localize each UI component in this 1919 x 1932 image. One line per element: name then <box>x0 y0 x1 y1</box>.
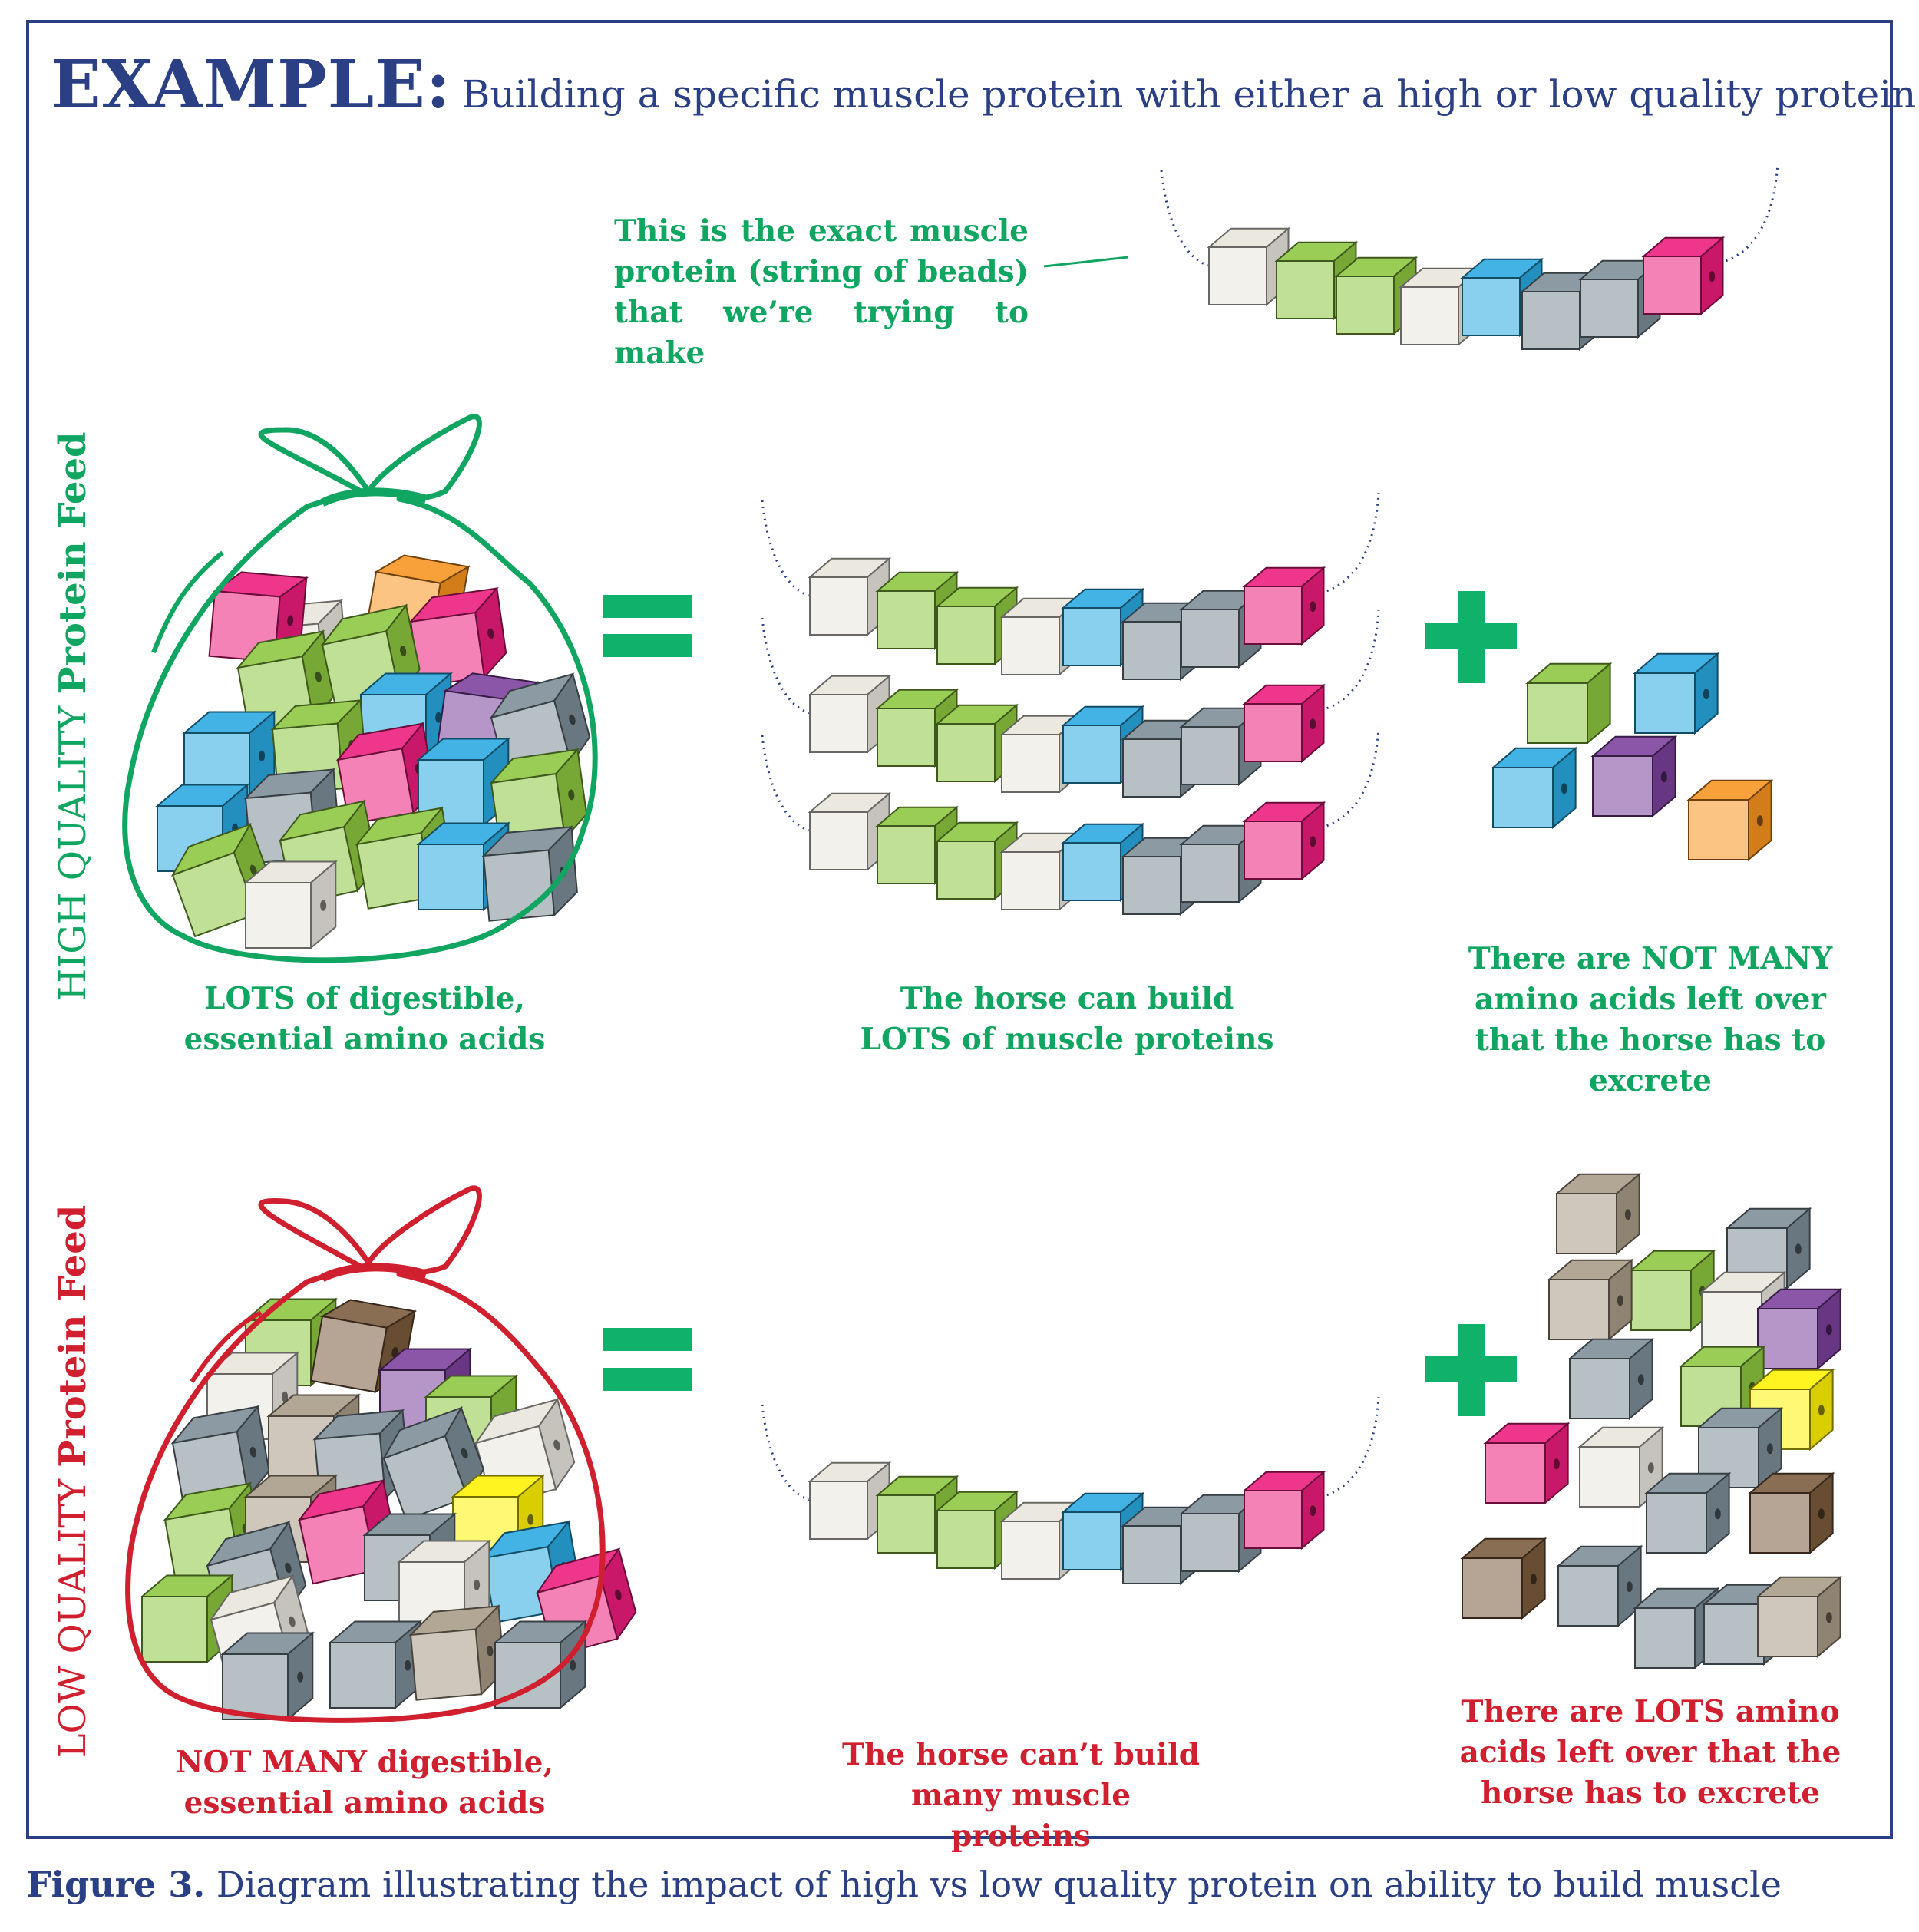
amino-acid-cube-icon <box>1756 1287 1843 1371</box>
amino-acid-cube-icon <box>1686 778 1774 862</box>
low-bag-caption: NOT MANY digestible, essential amino aci… <box>175 1745 554 1821</box>
amino-acid-cube-icon <box>1274 240 1359 321</box>
title-rest: Building a specific muscle protein with … <box>461 72 1919 117</box>
pointer-line <box>1043 256 1129 268</box>
amino-acid-cube-icon <box>935 703 1019 784</box>
amino-acid-cube-icon <box>1567 1337 1655 1421</box>
amino-acid-cube-icon <box>328 1620 423 1710</box>
amino-acid-cube-icon <box>243 860 339 950</box>
high-quality-side-label: HIGH QUALITY Protein Feed <box>46 401 100 1031</box>
figure-caption-text: Diagram illustrating the impact of high … <box>216 1864 1782 1905</box>
amino-acid-cube-icon <box>1242 1470 1326 1551</box>
high-build-caption: The horse can build LOTS of muscle prote… <box>860 981 1274 1057</box>
figure-label: Figure 3. <box>26 1864 206 1905</box>
amino-acid-cube-icon <box>1483 1422 1571 1505</box>
amino-acid-cube-icon <box>1460 1537 1547 1620</box>
amino-acid-cube-icon <box>875 688 959 768</box>
figure-caption: Figure 3. Diagram illustrating the impac… <box>26 1864 1782 1905</box>
amino-acid-cube-icon <box>1525 662 1613 745</box>
low-leftover-caption: There are LOTS amino acids left over tha… <box>1459 1694 1841 1811</box>
amino-acid-cube-icon <box>1641 236 1726 316</box>
amino-acid-cube-icon <box>1590 735 1678 818</box>
high-quality-sack-icon <box>122 414 598 963</box>
high-leftover-caption: There are NOT MANY amino acids left over… <box>1468 941 1833 1098</box>
high-quality-protein-chains <box>761 492 1380 916</box>
low-quality-sack-icon <box>125 1185 637 1723</box>
high-side-prefix: HIGH QUALITY <box>51 705 94 1001</box>
high-bag-caption: LOTS of digestible, essential amino acid… <box>183 981 546 1057</box>
amino-acid-cube-icon <box>1242 683 1326 764</box>
plus-icon <box>1425 591 1517 683</box>
plus-icon <box>1425 1324 1517 1416</box>
low-side-prefix: LOW QUALITY <box>51 1478 94 1759</box>
high-side-bold: Protein Feed <box>51 431 94 695</box>
amino-acid-cube-icon <box>1748 1471 1835 1555</box>
amino-acid-cube-icon <box>1756 1575 1843 1659</box>
amino-acid-cube-icon <box>220 1631 315 1722</box>
amino-acid-cube-icon <box>1547 1258 1634 1342</box>
low-build-caption: The horse can’t build many muscle protei… <box>841 1737 1201 1854</box>
title-bold: EXAMPLE: <box>51 46 451 124</box>
amino-acid-cube-icon <box>1491 746 1578 830</box>
low-side-bold: Protein Feed <box>51 1204 94 1468</box>
amino-acid-cube-icon <box>1242 801 1326 881</box>
amino-acid-cube-icon <box>1633 652 1720 735</box>
low-leftover-amino-acids <box>1460 1172 1843 1670</box>
low-quality-side-label: LOW QUALITY Protein Feed <box>46 1167 100 1796</box>
amino-acid-cube-icon <box>408 1604 505 1701</box>
amino-acid-cube-icon <box>808 791 892 872</box>
equals-icon <box>603 595 692 657</box>
amino-acid-cube-icon <box>1242 566 1326 646</box>
target-protein-chain <box>1160 162 1779 352</box>
high-leftover-amino-acids <box>1491 652 1774 862</box>
amino-acid-cube-icon <box>493 1620 588 1710</box>
amino-acid-cube-icon <box>1577 1425 1665 1509</box>
diagram-frame <box>26 20 1893 1839</box>
amino-acid-cube-icon <box>481 825 578 922</box>
amino-acid-cube-icon <box>1554 1172 1642 1256</box>
amino-acid-cube-icon <box>381 1405 485 1521</box>
amino-acid-cube-icon <box>1644 1471 1732 1555</box>
target-protein-note: This is the exact muscle protein (string… <box>614 213 1029 371</box>
low-quality-protein-chain <box>761 1396 1380 1586</box>
amino-acid-cube-icon <box>1556 1544 1643 1628</box>
equals-icon <box>603 1328 692 1391</box>
page-title: EXAMPLE:Building a specific muscle prote… <box>51 46 1919 124</box>
